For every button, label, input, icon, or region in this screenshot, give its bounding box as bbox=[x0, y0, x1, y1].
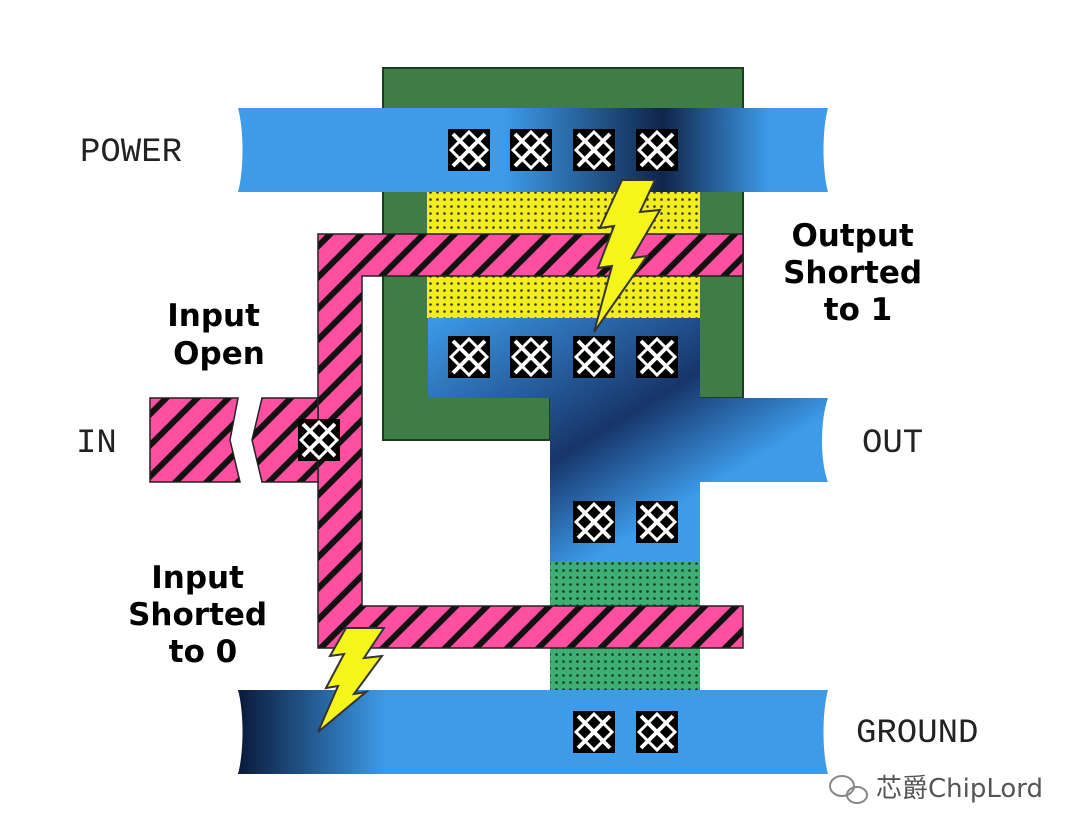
poly-input-stub-left bbox=[149, 397, 241, 483]
watermark: 芯爵ChipLord bbox=[829, 774, 1043, 804]
ndiff-upper bbox=[550, 562, 700, 608]
in-label: IN bbox=[76, 425, 117, 463]
input-open-label: Input Open bbox=[167, 298, 270, 372]
ground-label: GROUND bbox=[856, 715, 978, 753]
poly-gate bbox=[317, 233, 744, 649]
power-label: POWER bbox=[80, 134, 182, 172]
wechat-logo-icon bbox=[829, 775, 868, 804]
watermark-text: 芯爵ChipLord bbox=[876, 774, 1043, 804]
output-metal bbox=[428, 318, 828, 562]
lightning-fault-input-icon bbox=[317, 627, 386, 733]
lightning-fault-output-icon bbox=[593, 179, 662, 333]
ndiff-lower bbox=[550, 648, 700, 690]
output-shorted-label: Output Shorted to 1 bbox=[783, 218, 933, 328]
contact-input bbox=[296, 417, 342, 463]
ground-rail bbox=[238, 690, 828, 774]
pdiff-lower bbox=[427, 276, 700, 318]
out-label: OUT bbox=[862, 425, 923, 463]
input-shorted-label: Input Shorted to 0 bbox=[128, 560, 278, 670]
